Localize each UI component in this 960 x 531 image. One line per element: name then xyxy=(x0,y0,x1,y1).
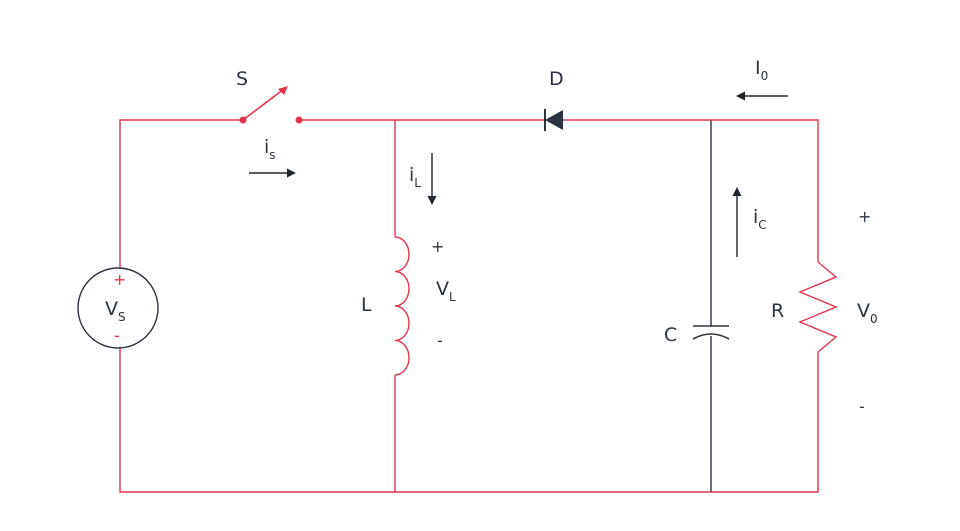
voltage-vl: + VL - xyxy=(431,237,456,350)
voltage-source-circle xyxy=(77,267,159,349)
switch-right-terminal xyxy=(295,116,303,124)
voltage-source-minus: - xyxy=(114,326,120,345)
switch-arrow-head xyxy=(278,86,288,95)
inductor-label: L xyxy=(361,294,372,316)
capacitor-bottom-plate xyxy=(692,333,730,340)
current-io-symbol: I xyxy=(755,57,761,79)
switch-label: S xyxy=(236,68,248,90)
current-is-arrow-head xyxy=(287,168,296,178)
current-is-subscript: s xyxy=(269,148,275,162)
current-io-label: I0 xyxy=(755,57,768,83)
resistor-bottom-wire xyxy=(711,352,819,493)
diode: D xyxy=(544,68,564,131)
current-is-label: is xyxy=(264,136,276,162)
voltage-vo: + V0 - xyxy=(857,207,878,416)
voltage-vl-symbol: V xyxy=(436,278,449,300)
voltage-vl-minus: - xyxy=(437,331,443,350)
voltage-vo-plus: + xyxy=(858,207,871,226)
inductor-coil xyxy=(394,236,410,376)
inductor: L xyxy=(361,236,410,376)
voltage-source-subscript: S xyxy=(118,310,126,324)
current-ic-label: iC xyxy=(753,206,767,232)
voltage-vl-label: VL xyxy=(436,278,456,304)
current-ic-symbol: i xyxy=(753,206,758,228)
capacitor: C xyxy=(664,324,730,346)
voltage-vo-minus: - xyxy=(859,397,865,416)
current-io: I0 xyxy=(736,57,788,101)
current-il-arrow-head xyxy=(427,196,437,205)
switch: S xyxy=(236,68,303,124)
current-il-label: iL xyxy=(409,164,421,190)
current-ic: iC xyxy=(732,187,767,257)
diode-triangle xyxy=(545,110,563,130)
current-is: is xyxy=(249,136,296,178)
switch-blade xyxy=(242,88,285,121)
current-ic-arrow-head xyxy=(732,187,742,196)
resistor: R xyxy=(771,261,838,353)
voltage-source-symbol: V xyxy=(105,298,118,320)
voltage-vo-symbol: V xyxy=(857,300,870,322)
current-is-symbol: i xyxy=(264,136,269,158)
current-ic-subscript: C xyxy=(758,218,766,232)
voltage-source-plus: + xyxy=(113,270,126,289)
source-top-wire xyxy=(119,119,243,278)
current-io-arrow-head xyxy=(736,91,745,101)
resistor-label: R xyxy=(771,300,784,322)
voltage-vl-subscript: L xyxy=(449,290,456,304)
voltage-vl-plus: + xyxy=(431,237,444,256)
capacitor-label: C xyxy=(664,324,677,346)
source-bottom-wire xyxy=(119,340,395,493)
voltage-source: + - VS xyxy=(77,267,159,349)
resistor-top-wire xyxy=(711,119,819,262)
current-il: iL xyxy=(409,153,437,205)
voltage-vo-label: V0 xyxy=(857,300,878,326)
voltage-vo-subscript: 0 xyxy=(870,312,878,326)
voltage-source-label: VS xyxy=(105,298,126,324)
resistor-zigzag xyxy=(798,261,838,353)
circuit-wires xyxy=(119,119,819,493)
current-il-symbol: i xyxy=(409,164,414,186)
current-il-subscript: L xyxy=(414,176,421,190)
current-io-subscript: 0 xyxy=(761,69,769,83)
diode-label: D xyxy=(549,68,564,90)
